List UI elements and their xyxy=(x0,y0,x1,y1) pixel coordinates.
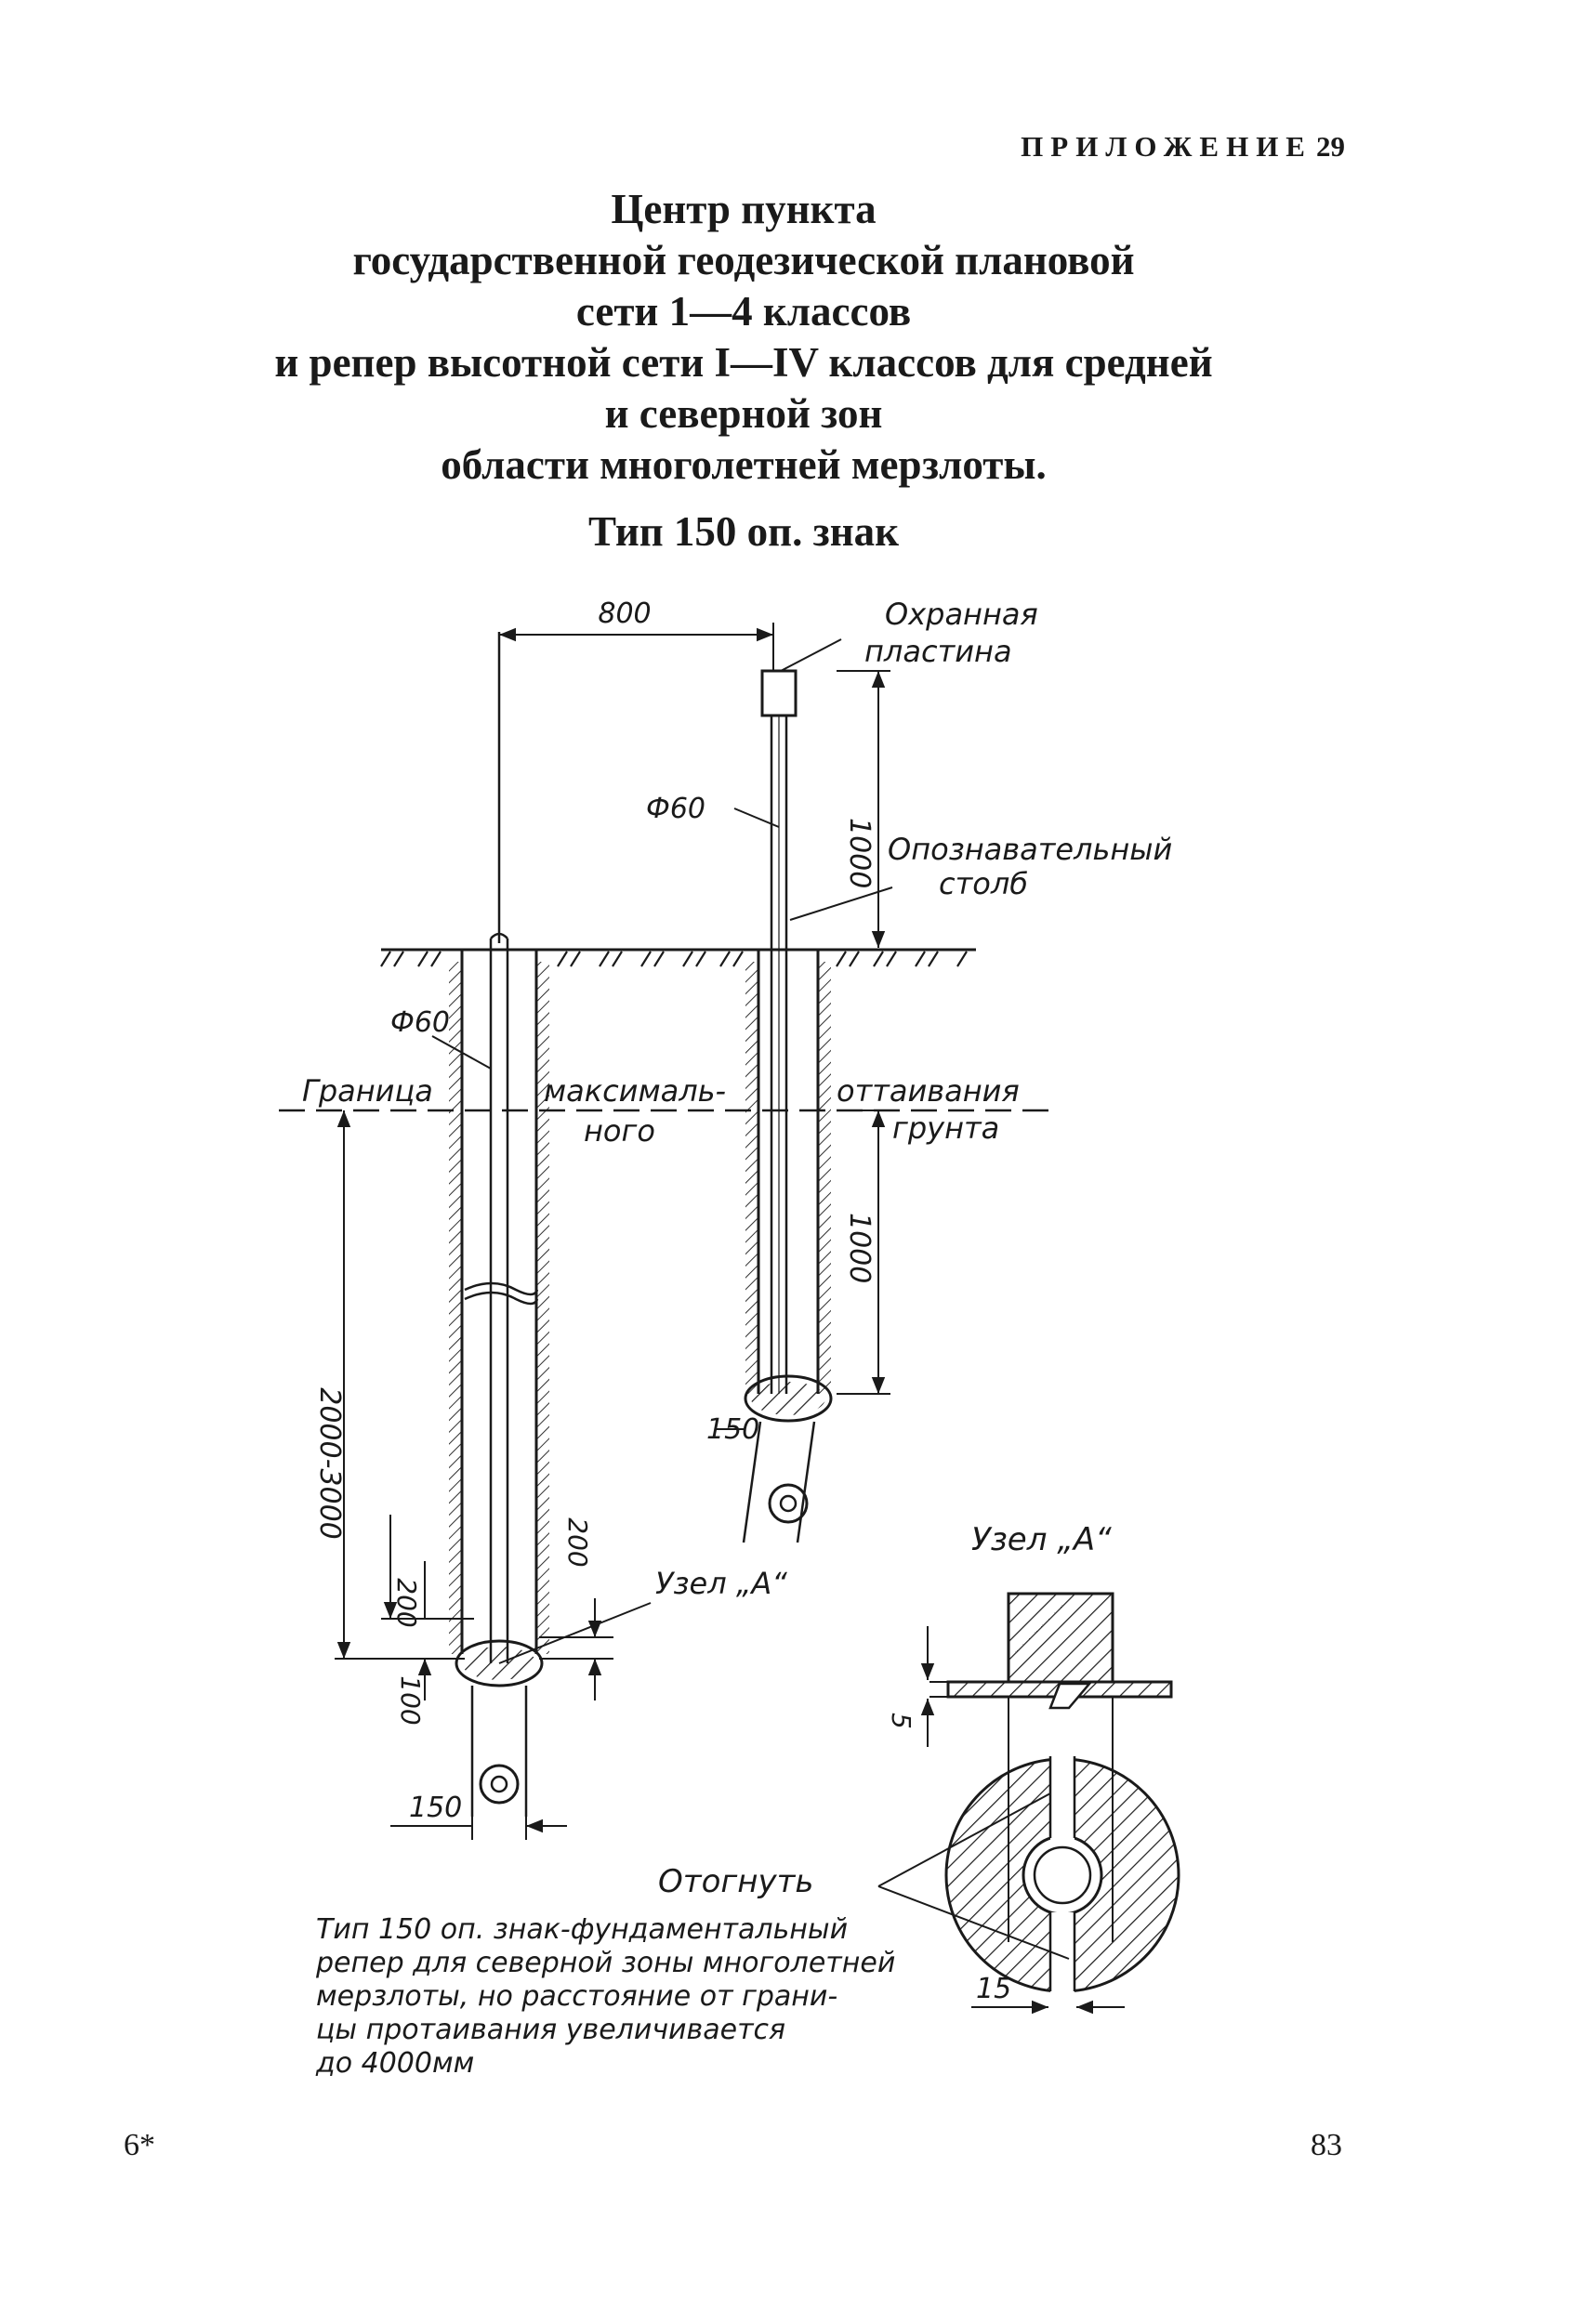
ground-hatch xyxy=(380,951,968,967)
note-line-2: репер для северной зоны многолетней xyxy=(315,1947,895,1979)
label-boundary: Граница xyxy=(302,1073,433,1109)
label-node-a-detail: Узел „А“ xyxy=(971,1521,1112,1558)
dim-100: 100 xyxy=(395,1675,426,1725)
label-soil: грунта xyxy=(892,1110,999,1146)
title-line-2: государственной геодезической плановой xyxy=(352,237,1135,283)
title-line-6: области многолетней мерзлоты. xyxy=(441,441,1047,488)
label-bend: Отогнуть xyxy=(658,1863,813,1900)
label-maximal: максималь- xyxy=(544,1073,726,1109)
title-line-3: сети 1—4 классов xyxy=(575,288,912,335)
appendix-number: 29 xyxy=(1316,130,1345,163)
drawing-note: Тип 150 оп. знак-фундаментальный репер д… xyxy=(315,1913,895,2080)
label-protective-plate-2: пластина xyxy=(864,634,1012,669)
detail-pillar xyxy=(1007,1592,1114,1684)
dim-1000-top: 1000 xyxy=(843,818,876,888)
label-node-a: Узел „А“ xyxy=(655,1566,787,1601)
dim-2000-3000: 2000-3000 xyxy=(313,1387,346,1540)
appendix-word: ПРИЛОЖЕНИЕ xyxy=(1021,130,1312,163)
label-marker-post-1: Опознавательный xyxy=(888,832,1172,867)
dim-200-left: 200 xyxy=(391,1578,422,1627)
note-line-5: до 4000мм xyxy=(315,2047,474,2080)
label-protective-plate-1: Охранная xyxy=(885,597,1038,632)
dim-1000-mid: 1000 xyxy=(843,1213,876,1283)
left-anchor-plan xyxy=(479,1764,520,1805)
title-line-4: и репер высотной сети I—IV классов для с… xyxy=(274,339,1213,386)
document-title: Центр пункта государственной геодезическ… xyxy=(139,184,1348,491)
document-subtitle: Тип 150 оп. знак xyxy=(587,508,900,555)
right-anchor-ellipse xyxy=(744,1374,833,1423)
label-thawing: оттаивания xyxy=(837,1073,1020,1109)
title-line-5: и северной зон xyxy=(604,390,883,437)
note-line-4: цы протаивания увеличивается xyxy=(316,2014,785,2046)
page-footnote-mark: 6* xyxy=(124,2128,155,2162)
note-line-1: Тип 150 оп. знак-фундаментальный xyxy=(316,1913,848,1946)
protective-plate xyxy=(760,669,798,717)
dim-5: 5 xyxy=(886,1713,916,1729)
dim-200-right: 200 xyxy=(562,1517,593,1567)
dim-800: 800 xyxy=(598,597,651,630)
label-marker-post-2: столб xyxy=(939,866,1028,901)
dim-150-left: 150 xyxy=(409,1792,462,1824)
leader-bend-1 xyxy=(877,1792,1051,1887)
dim-15: 15 xyxy=(976,1973,1011,2005)
title-line-1: Центр пункта xyxy=(611,186,877,232)
leader-bend-2 xyxy=(877,1885,1070,1960)
label-phi60-left: Ф60 xyxy=(390,1006,450,1039)
right-anchor-plan xyxy=(768,1483,809,1524)
dim-150-right: 150 xyxy=(706,1413,759,1446)
label-phi60-top: Ф60 xyxy=(646,793,705,825)
leader-protective-plate xyxy=(780,638,842,672)
page-number: 83 xyxy=(1311,2128,1342,2162)
note-line-3: мерзлоты, но расстояние от грани- xyxy=(316,1980,837,2013)
label-nogo: ного xyxy=(584,1113,655,1149)
left-anchor-ellipse xyxy=(455,1639,544,1687)
